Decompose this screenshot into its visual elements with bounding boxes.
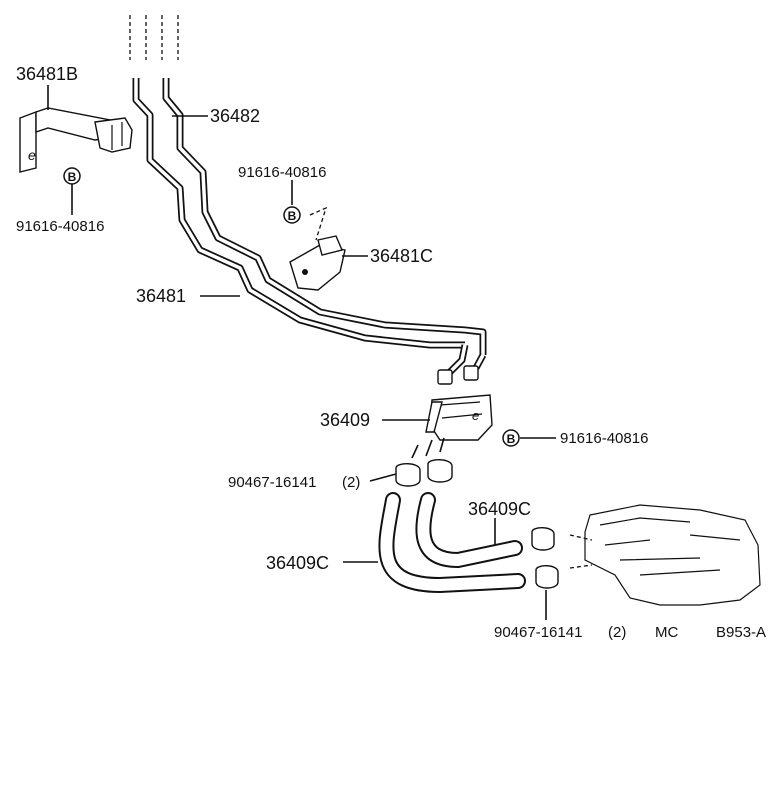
- bolt-marker-1: B: [63, 167, 81, 185]
- bolt-marker-3: B: [502, 429, 520, 447]
- label-36409C-lower: 36409C: [266, 553, 329, 573]
- leader-clamp-1: [369, 473, 397, 482]
- label-bolt-2: 91616-40816: [238, 164, 326, 181]
- label-clamp-1: 90467-16141: [228, 474, 316, 491]
- hose-clamp-upper: [395, 459, 453, 487]
- label-bolt-3: 91616-40816: [560, 430, 648, 447]
- label-36409: 36409: [320, 410, 370, 430]
- hose-clamp-lower: [531, 527, 559, 589]
- footer-code-right: B953-A: [716, 624, 766, 641]
- label-clamp-2-qty: (2): [608, 624, 626, 641]
- bracket-36481C-shape: [289, 206, 346, 291]
- footer-code-left: MC: [655, 624, 678, 641]
- pipe-36481-assembly: [132, 78, 487, 385]
- label-36481: 36481: [136, 286, 186, 306]
- pipe-stub-left: [129, 15, 147, 60]
- svg-text:B: B: [507, 432, 516, 446]
- label-bolt-1: 91616-40816: [16, 218, 104, 235]
- label-36481B: 36481B: [16, 64, 78, 84]
- label-clamp-1-qty: (2): [342, 474, 360, 491]
- bracket-36481B-shape: e: [19, 107, 133, 173]
- label-36481C: 36481C: [370, 246, 433, 266]
- bolt-marker-2: B: [283, 206, 301, 224]
- hose-36409C-shapes: [378, 492, 526, 594]
- pipe-stub-right: [161, 15, 179, 60]
- label-clamp-2: 90467-16141: [494, 624, 582, 641]
- svg-text:e: e: [28, 147, 36, 163]
- svg-text:B: B: [288, 209, 297, 223]
- heater-unit-outline: [569, 504, 761, 606]
- label-36409C-upper: 36409C: [468, 499, 531, 519]
- svg-text:e: e: [472, 408, 479, 423]
- bracket-36409-shape: e: [411, 394, 493, 459]
- svg-text:B: B: [68, 170, 77, 184]
- label-36482: 36482: [210, 106, 260, 126]
